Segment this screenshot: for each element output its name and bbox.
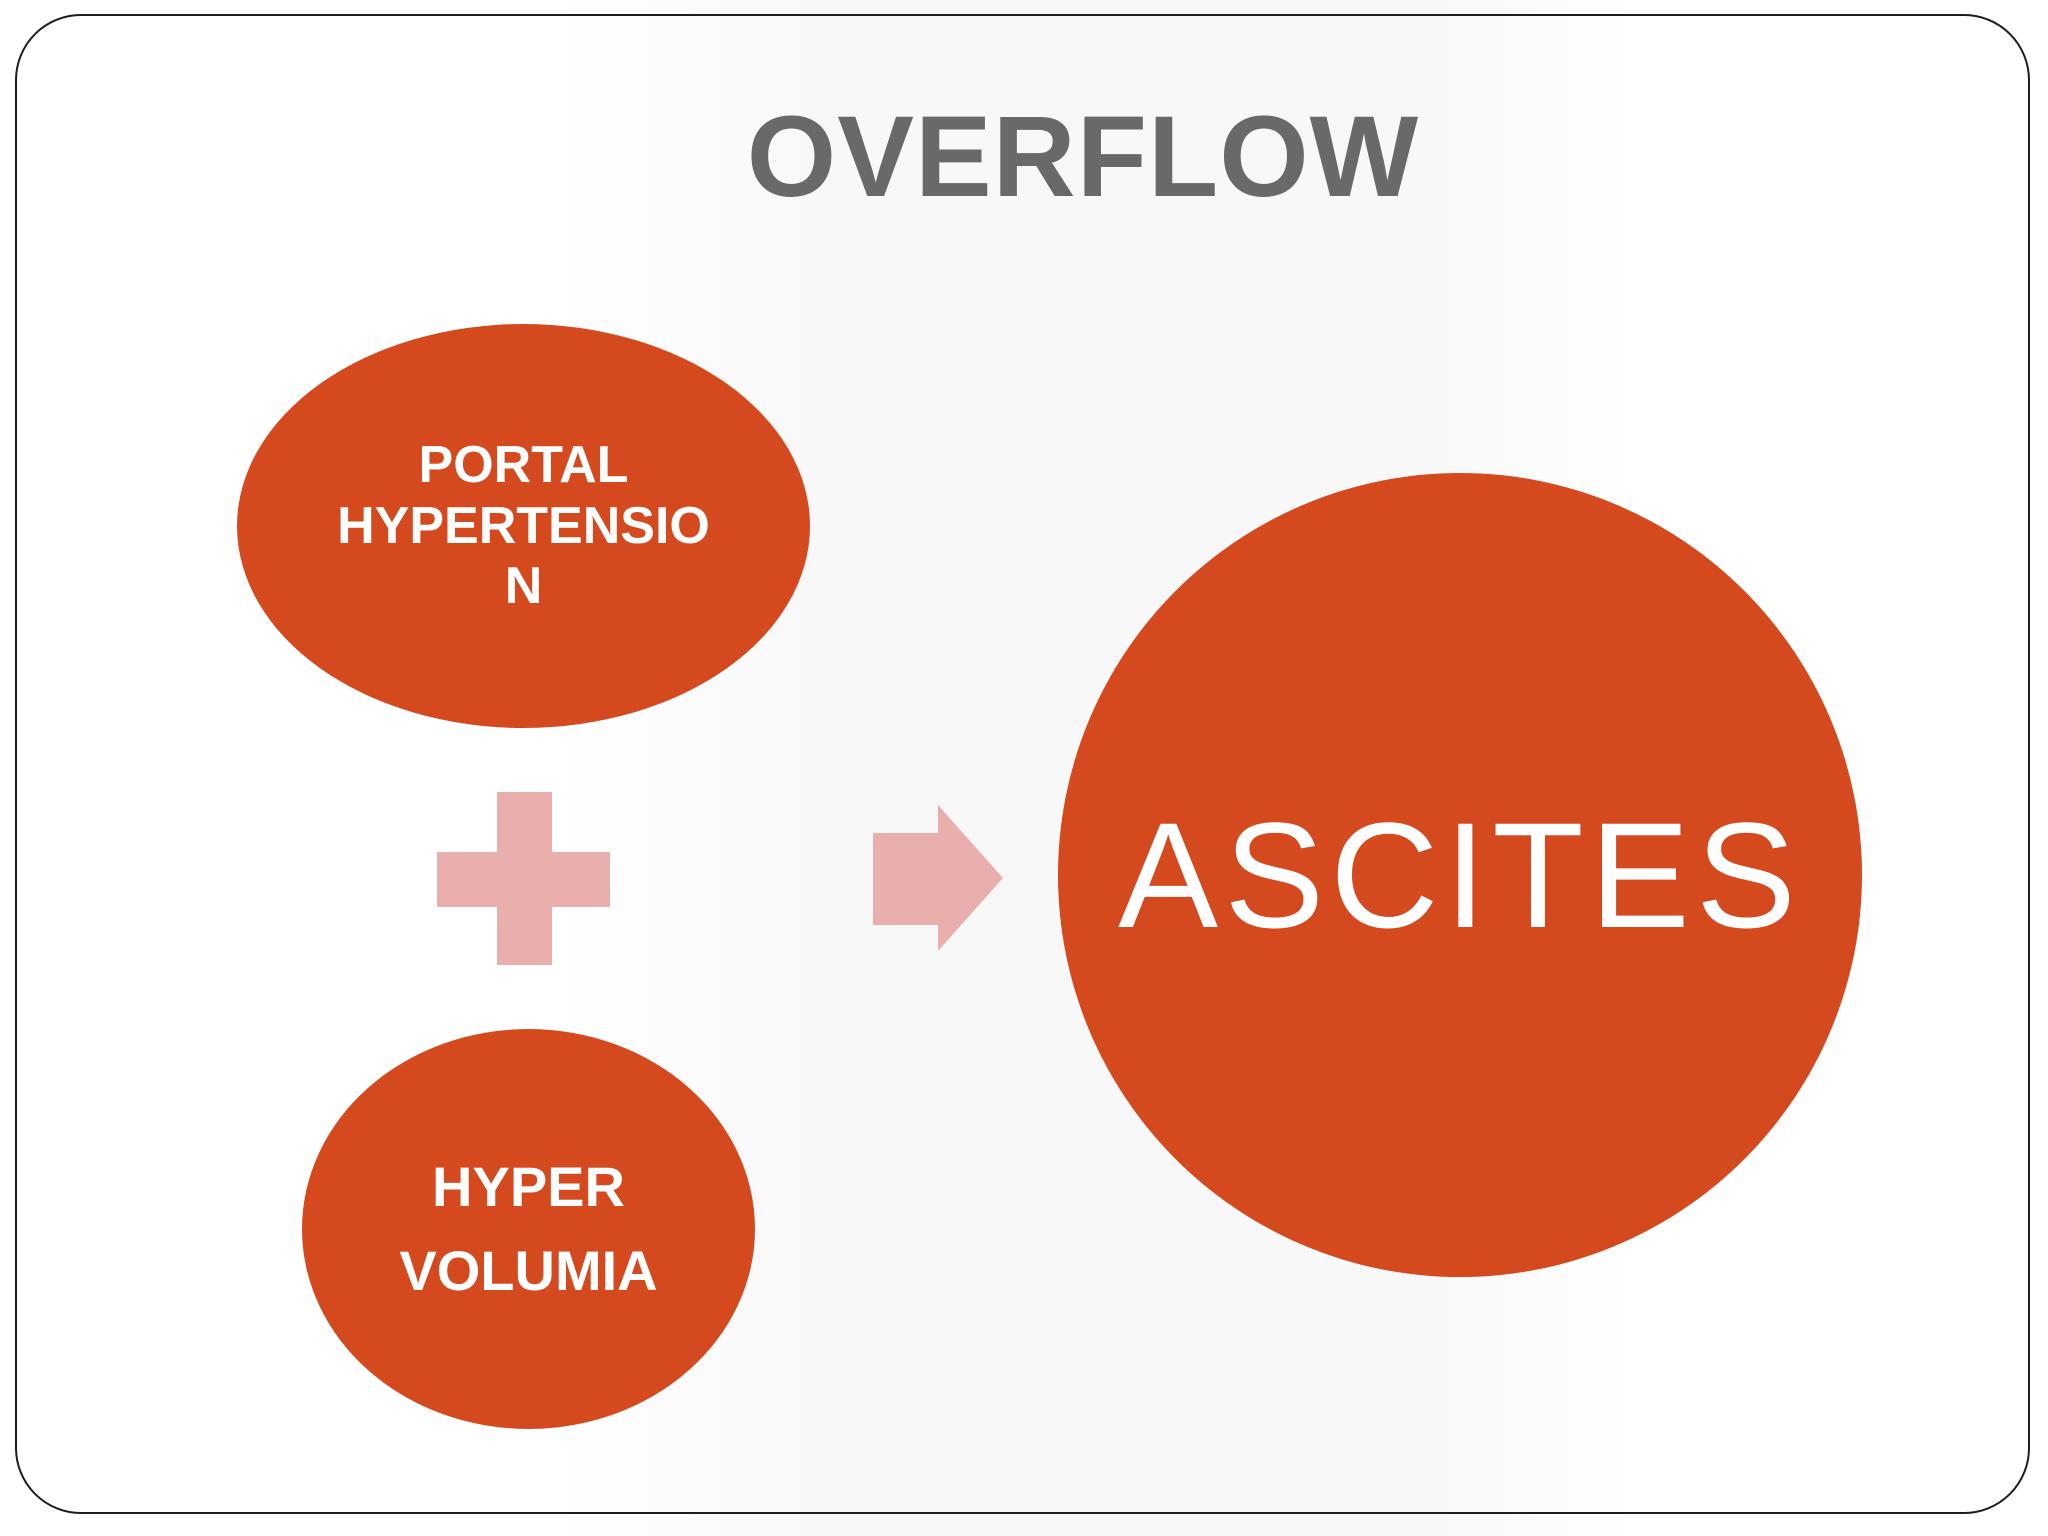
hypervolumia-label: HYPER VOLUMIA (399, 1155, 658, 1302)
ascites-label: ASCITES (1118, 790, 1802, 959)
plus-sign-icon (437, 792, 610, 965)
portal-hypertension-ellipse: PORTAL HYPERTENSIO N (237, 324, 810, 728)
portal-hypertension-label: PORTAL HYPERTENSIO N (337, 435, 710, 616)
slide-title: OVERFLOW (746, 93, 1420, 221)
ascites-circle: ASCITES (1058, 473, 1862, 1277)
arrow-right-icon (873, 805, 1003, 952)
hypervolumia-ellipse: HYPER VOLUMIA (302, 1029, 755, 1429)
arrow-head (938, 805, 1003, 951)
plus-horizontal-bar (437, 852, 610, 907)
arrow-tail (873, 833, 939, 925)
